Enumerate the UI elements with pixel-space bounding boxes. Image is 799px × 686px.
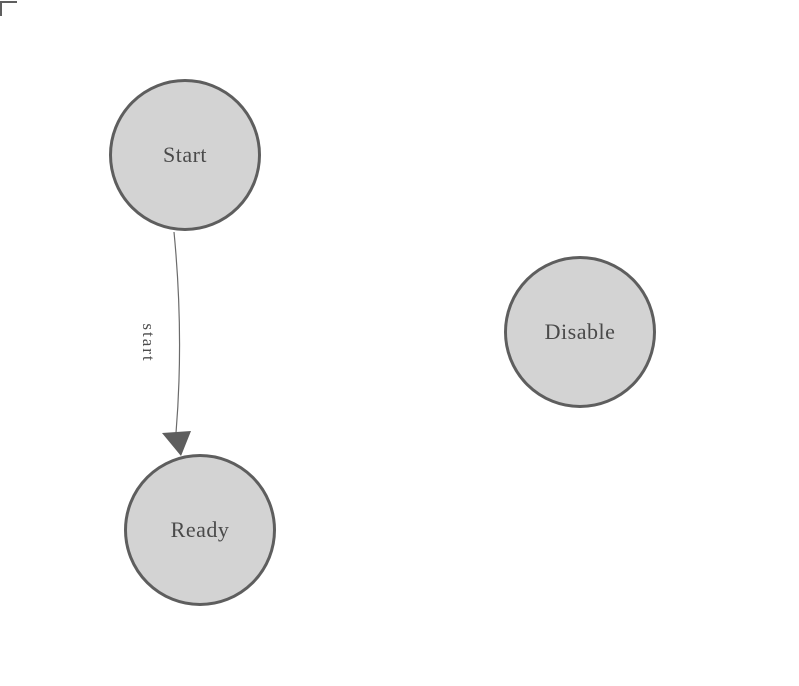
node-start-label: Start [162, 142, 208, 167]
canvas-origin-marker [0, 1, 17, 16]
node-start[interactable]: Start [109, 79, 261, 231]
node-ready[interactable]: Ready [124, 454, 276, 606]
edge-arrowhead-icon [162, 431, 191, 456]
node-disable-label: Disable [544, 319, 616, 344]
node-ready-label: Ready [170, 517, 230, 542]
edge-label-start: start [139, 323, 158, 363]
node-disable[interactable]: Disable [504, 256, 656, 408]
edge-start-ready[interactable] [173, 231, 181, 434]
